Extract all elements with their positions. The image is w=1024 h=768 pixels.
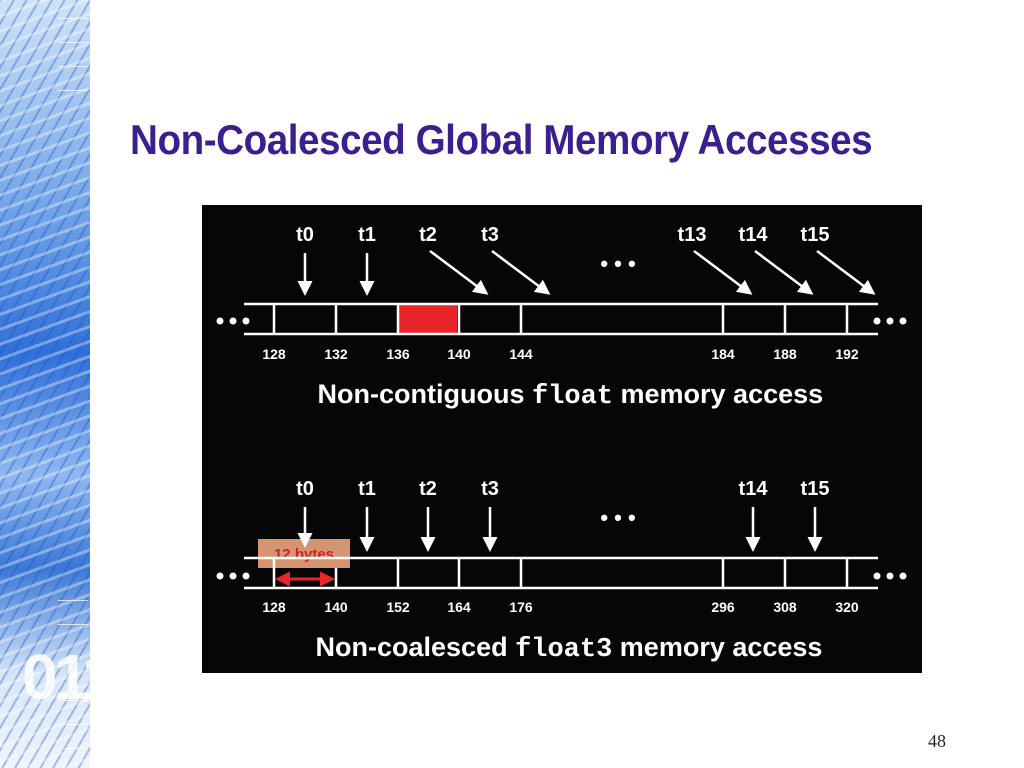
top-diagram: t0 t1 t2 t3 t13 t14 t15 • • • [216, 224, 907, 412]
top-address-132: 132 [324, 346, 348, 362]
top-thread-ellipsis: • • • [600, 251, 635, 276]
top-thread-t15: t15 [801, 224, 830, 246]
top-thread-t14: t14 [739, 224, 769, 246]
bottom-address-296: 296 [711, 599, 735, 615]
bottom-address-308: 308 [773, 599, 797, 615]
bottom-thread-t15: t15 [801, 478, 830, 500]
bottom-caption-post: memory access [612, 632, 822, 662]
bottom-address-320: 320 [835, 599, 859, 615]
bottom-address-152: 152 [386, 599, 410, 615]
bottom-thread-ellipsis: • • • [600, 505, 635, 530]
top-row-dots [216, 317, 907, 325]
bottom-thread-t1: t1 [358, 478, 376, 500]
top-thread-arrows [297, 250, 876, 296]
top-address-140: 140 [447, 346, 471, 362]
top-address-192: 192 [835, 346, 859, 362]
top-caption-code: float [532, 382, 613, 412]
bottom-address-164: 164 [447, 599, 471, 615]
top-caption: Non-contiguous float memory access [250, 379, 876, 412]
sidebar-binary-digits: 0111 [22, 641, 90, 713]
top-memory-row [244, 302, 878, 336]
slide-title: Non-Coalesced Global Memory Accesses [130, 116, 873, 163]
top-address-188: 188 [773, 346, 797, 362]
top-caption-pre: Non-contiguous [318, 379, 532, 409]
bottom-diagram: t0 t1 t2 t3 t14 t15 • • • 12 bytes [216, 478, 907, 665]
bytes-callout-label: 12 bytes [274, 546, 334, 563]
bottom-thread-t3: t3 [481, 478, 499, 500]
bottom-address-176: 176 [509, 599, 533, 615]
bottom-thread-arrows [297, 507, 823, 552]
bottom-thread-t14: t14 [739, 478, 769, 500]
bottom-caption: Non-coalesced float3 memory access [248, 632, 875, 665]
top-address-136: 136 [386, 346, 410, 362]
slide-number: 48 [928, 731, 946, 751]
top-address-128: 128 [262, 346, 286, 362]
bottom-row-dots [216, 572, 907, 580]
top-address-144: 144 [509, 346, 533, 362]
top-thread-t2: t2 [419, 224, 437, 246]
top-thread-t13: t13 [678, 224, 707, 246]
bottom-address-128: 128 [262, 599, 286, 615]
top-highlighted-cell [399, 304, 457, 333]
bottom-thread-t0: t0 [296, 478, 314, 500]
top-thread-t3: t3 [481, 224, 499, 246]
top-thread-t1: t1 [358, 224, 376, 246]
top-caption-post: memory access [613, 379, 823, 409]
top-thread-t0: t0 [296, 224, 314, 246]
bottom-caption-pre: Non-coalesced [316, 632, 516, 662]
memory-access-diagram: t0 t1 t2 t3 t13 t14 t15 • • • [202, 205, 922, 673]
bottom-caption-code: float3 [515, 635, 612, 665]
bottom-address-140: 140 [324, 599, 348, 615]
bottom-thread-t2: t2 [419, 478, 437, 500]
decorative-sidebar: 0111 [0, 0, 90, 768]
bottom-memory-row [244, 556, 878, 590]
top-address-184: 184 [711, 346, 735, 362]
